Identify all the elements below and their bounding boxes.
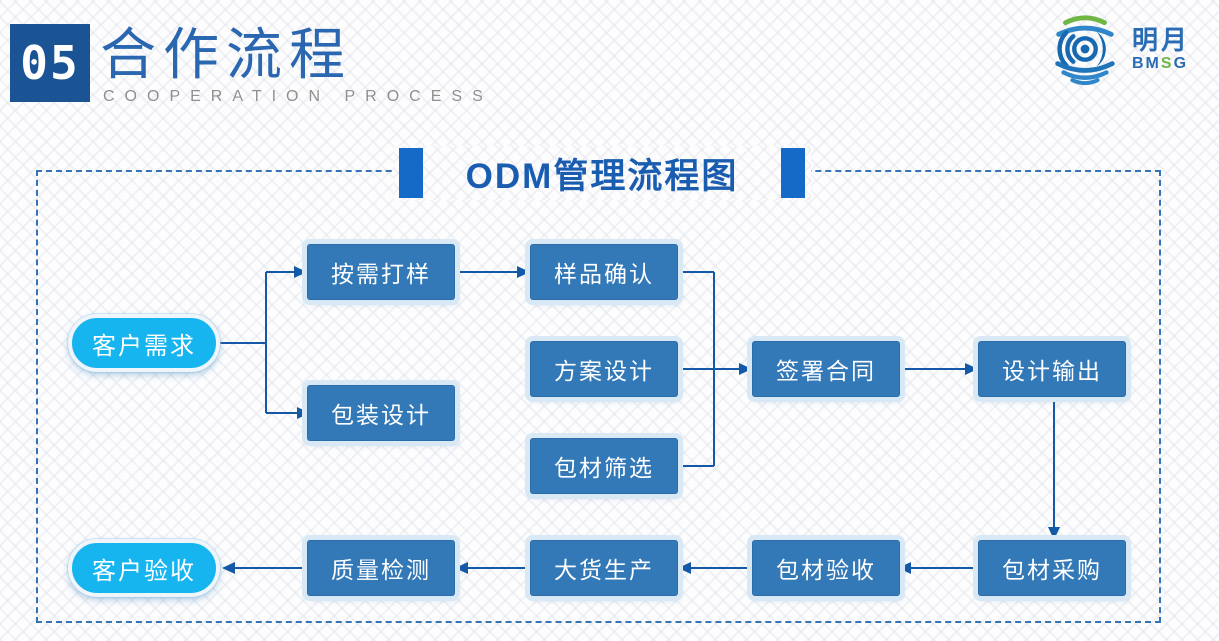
node-scheme-design: 方案设计 [530,341,678,397]
brand-logo: 明月 BMSG [1046,10,1190,88]
node-sample-confirm: 样品确认 [530,244,678,300]
node-material-purchase: 包材采购 [978,540,1126,596]
page-subtitle: COOPERATION PROCESS [103,88,493,105]
node-package-design: 包装设计 [307,385,455,441]
node-customer-acceptance: 客户验收 [68,539,220,597]
brand-g: G [1173,54,1189,72]
section-number: 05 [20,36,80,90]
section-number-box: 05 [10,24,90,102]
node-customer-demand: 客户需求 [68,314,220,372]
page-title: 合作流程 [100,25,352,87]
node-quality-inspection: 质量检测 [307,540,455,596]
brand-bm: BM [1132,54,1161,72]
node-sign-contract: 签署合同 [752,341,900,397]
brand-s: S [1160,54,1174,72]
diagram-title: ODM管理流程图 [465,156,739,196]
node-material-screening: 包材筛选 [530,438,678,494]
node-mass-production: 大货生产 [530,540,678,596]
diagram-title-block: ODM管理流程图 [393,146,811,200]
title-right-bar [781,148,805,198]
node-material-inspection: 包材验收 [752,540,900,596]
globe-logo-icon [1055,15,1115,86]
brand-name-cn: 明月 [1132,25,1191,56]
node-design-output: 设计输出 [978,341,1126,397]
title-left-bar [399,148,423,198]
brand-text: 明月 BMSG [1132,25,1191,72]
node-sample-on-demand: 按需打样 [307,244,455,300]
brand-name-en: BMSG [1132,54,1190,72]
